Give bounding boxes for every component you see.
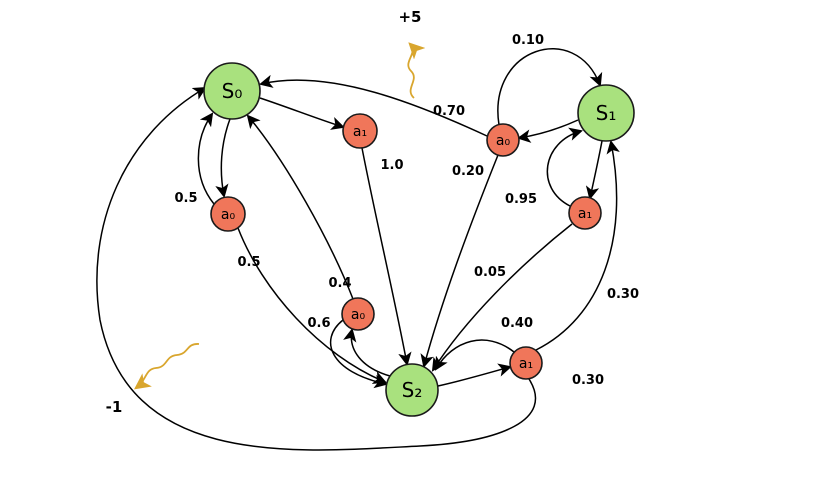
action-s1-a0-circle [486,123,520,157]
action-s2-a1: a₁ [509,346,543,380]
probability-labels: 0.10 0.70 1.0 0.20 0.95 0.5 0.5 0.4 0.05… [174,33,639,388]
reward-minus1-arrow [134,343,200,390]
edges [96,48,620,451]
edge-s0a0-to-s2 [237,227,387,384]
state-s2-circle [385,363,439,417]
action-s2-a1-circle [509,346,543,380]
state-s2-label: S₂ [402,378,423,402]
state-s1-label: S₁ [596,101,617,125]
action-s1-a1-circle [568,196,602,230]
edge-s1a1-to-s1 [546,127,583,207]
action-s1-a0: a₀ [486,123,520,157]
state-s2: S₂ [385,363,439,417]
state-s1: S₁ [577,84,635,142]
state-s0: S₀ [203,62,261,120]
action-s2-a0: a₀ [341,297,375,331]
prob-s1a1-s2: 0.05 [474,265,506,280]
edge-s1a0-to-s2 [420,154,499,368]
action-s2-a1-label: a₁ [519,356,533,372]
edge-s2a1-to-s1 [535,140,620,351]
action-s1-a1-label: a₁ [578,206,592,222]
action-s1-a0-label: a₀ [496,133,511,149]
prob-s2a1-s0: 0.30 [572,373,604,388]
edge-s2-to-a1 [437,363,512,387]
reward-arrows: +5 -1 [106,8,426,416]
action-s0-a0-circle [210,196,246,232]
prob-s2a0-s2: 0.6 [307,316,330,331]
edge-s1a0-to-s0 [259,74,488,137]
edge-s2a0-to-s0 [246,114,354,300]
action-s0-a1: a₁ [342,113,378,149]
edge-s1-to-a1 [585,140,603,200]
prob-s2a1-s2: 0.40 [501,316,533,331]
prob-s0a0-s2: 0.5 [237,255,260,270]
prob-s1a0-s1: 0.10 [512,33,544,48]
prob-s1a0-s2: 0.20 [452,164,484,179]
state-nodes: S₀ S₁ S₂ [203,62,635,417]
action-s0-a0: a₀ [210,196,246,232]
edge-s2a1-to-s0 [96,86,537,451]
prob-s0a0-s0: 0.5 [174,191,197,206]
state-s1-circle [577,84,635,142]
prob-s2a1-s1: 0.30 [607,287,639,302]
edge-s2-to-a0 [343,328,391,377]
action-s1-a1: a₁ [568,196,602,230]
prob-s1a1-s1: 0.95 [505,192,537,207]
prob-s1a0-s0: 0.70 [433,104,465,119]
edge-s0a1-to-s2 [361,147,412,366]
action-s0-a1-label: a₁ [353,124,367,140]
action-s0-a0-label: a₀ [221,207,236,223]
action-nodes: a₁ a₀ a₀ a₁ a₀ a₁ [210,113,602,380]
prob-s2a0-s0: 0.4 [328,276,351,291]
edge-s1a0-to-s1 [497,48,603,126]
edge-s1a1-to-s2 [431,223,573,372]
state-s0-circle [203,62,261,120]
edge-s2a0-to-s2 [329,319,388,389]
edge-s1-to-a0 [516,119,579,143]
prob-s0a1-s2: 1.0 [380,158,403,173]
action-s0-a1-circle [342,113,378,149]
edge-s0a0-to-s0 [197,112,215,205]
edge-s0-to-a0 [215,118,231,198]
reward-plus5-arrow [407,42,426,99]
reward-minus1-label: -1 [106,398,123,416]
reward-plus5-label: +5 [398,8,421,26]
edge-s2a1-to-s2 [434,339,515,371]
action-s2-a0-label: a₀ [351,307,366,323]
state-s0-label: S₀ [222,79,243,103]
edge-s0-to-a1 [259,97,345,130]
action-s2-a0-circle [341,297,375,331]
